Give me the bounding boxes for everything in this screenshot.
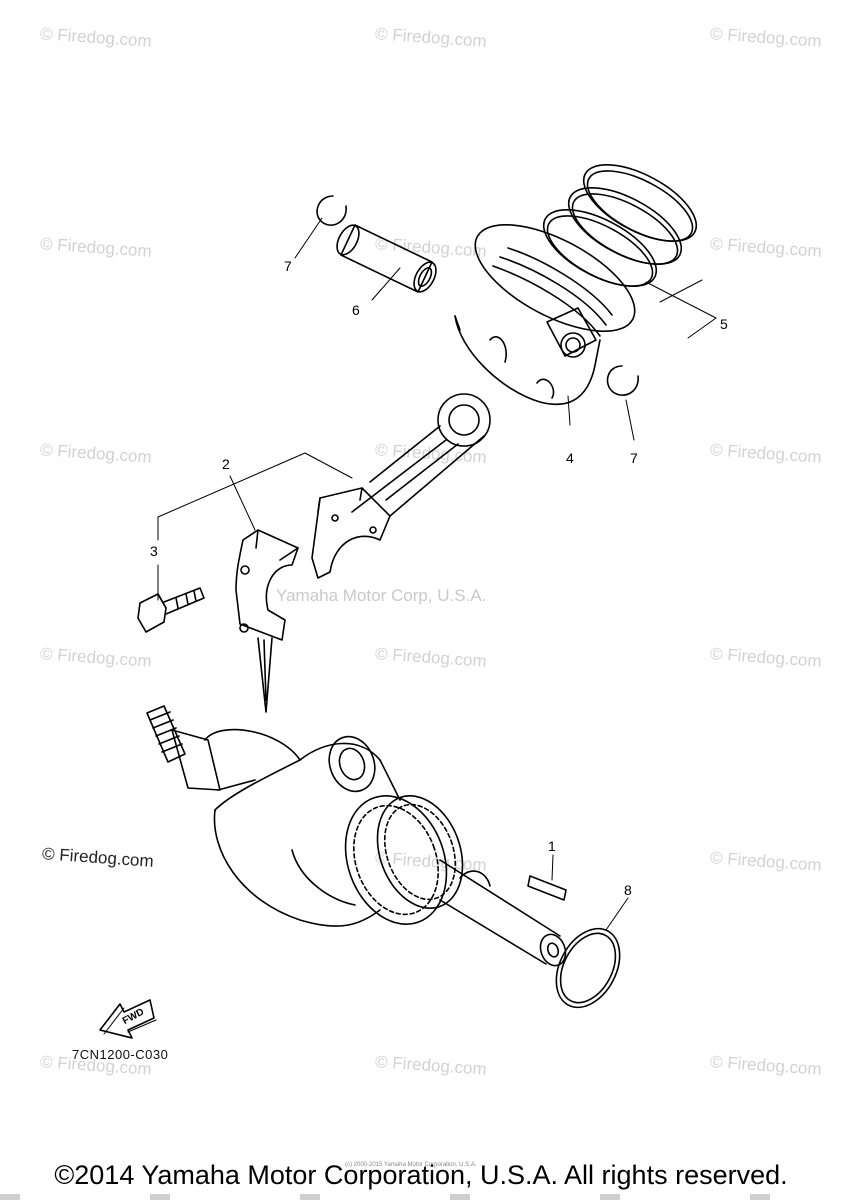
callout-6: 6 [352, 302, 360, 318]
callout-3: 3 [150, 543, 158, 559]
piston-rings-drawing [542, 164, 698, 287]
callout-7: 7 [284, 258, 292, 274]
callout-8: 8 [624, 882, 632, 898]
fwd-arrow-icon [99, 999, 157, 1039]
copyright-text: ©2014 Yamaha Motor Corporation, U.S.A. A… [54, 1160, 788, 1190]
callout-5: 5 [720, 316, 728, 332]
callout-2: 2 [222, 456, 230, 472]
bolt-drawing [137, 587, 205, 633]
callout-7: 7 [630, 450, 638, 466]
oring-drawing [555, 927, 621, 1009]
circlip-drawing [316, 195, 347, 226]
connecting-rod-drawing [311, 393, 491, 579]
leader-lines [157, 217, 717, 931]
rod-cap-drawing [235, 529, 299, 713]
key-drawing [527, 875, 567, 901]
piston-pin-drawing [336, 224, 437, 293]
tiny-notice: (c) 2000-2015 Yamaha Motor Corporation, … [345, 1162, 477, 1168]
circlip-drawing [606, 365, 639, 396]
callout-4: 4 [566, 450, 574, 466]
callout-1: 1 [548, 838, 556, 854]
piston-drawing [454, 223, 636, 406]
crankshaft-drawing [146, 705, 567, 967]
yamaha-watermark: Yamaha Motor Corp, U.S.A. [276, 586, 487, 605]
diagram-code: 7CN1200-C030 [72, 1047, 169, 1062]
bottom-watermark-strip [0, 1194, 842, 1200]
